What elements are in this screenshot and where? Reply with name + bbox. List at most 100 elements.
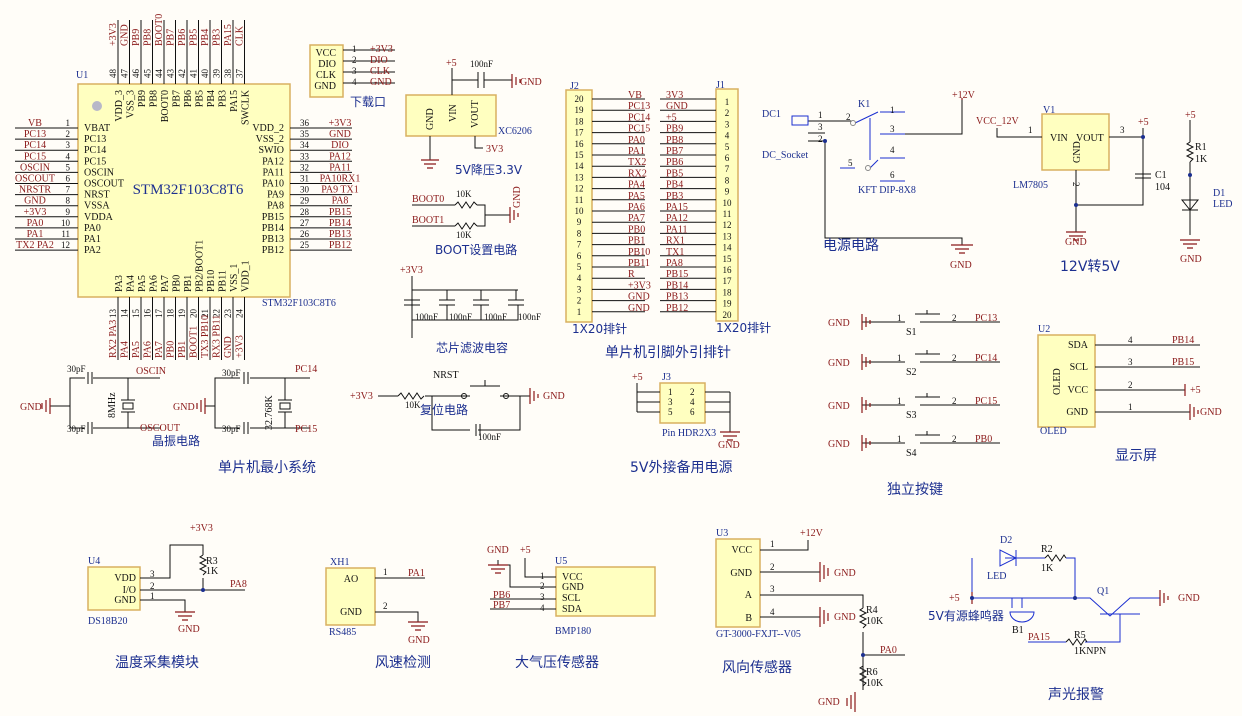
lm7805-body — [1041, 113, 1110, 171]
ldo-cap-label: 100nF — [470, 59, 493, 69]
mcu-pin-net: GND — [120, 24, 131, 46]
mcu-pin-name: BOOT0 — [160, 90, 171, 122]
mcu-pin-number: 2 — [66, 129, 71, 139]
led1-gnd-label: GND — [1180, 254, 1202, 265]
ldo-in-label: +5 — [446, 58, 457, 69]
j2-pin-net: PA7 — [628, 213, 645, 224]
junction — [970, 596, 974, 600]
ds18b20-r-label: R3 — [206, 556, 218, 567]
alarm-r5val-label: 1KNPN — [1074, 646, 1106, 657]
power-dc-part-label: DC_Socket — [762, 150, 808, 161]
oled-pins-1-net-label: PB15 — [1172, 357, 1194, 368]
j2-pin-number: 5 — [577, 262, 582, 272]
mcu-pin-net: PA4 — [120, 341, 131, 358]
buttons-items-0-ref-label: S1 — [906, 327, 917, 338]
j2-pin-number: 4 — [577, 273, 582, 283]
j2-pin-number: 7 — [577, 240, 582, 250]
reset-switch-contact — [503, 393, 509, 399]
boot-gnd-label: GND — [512, 186, 523, 208]
mcu-pin-number: 15 — [131, 309, 141, 319]
j1-pin-number: 7 — [725, 164, 730, 174]
mcu-pin-net: PB1 — [177, 341, 188, 358]
led1-r-label: R1 — [1195, 142, 1207, 153]
mcu-pin-net: +3V3 — [24, 207, 47, 218]
r1-resistor — [1185, 141, 1195, 163]
wind-wires — [760, 540, 905, 690]
wind-dir-net-label: PA0 — [880, 645, 897, 656]
power-k-pins-0-label: 2 — [846, 112, 851, 122]
j3-pins-3-label: 4 — [690, 397, 695, 407]
oled-ref-label: U2 — [1038, 324, 1050, 335]
mcu-pin-name: PA12 — [262, 156, 284, 167]
mcu-pin-name: PB7 — [172, 90, 183, 107]
mcu-pin-number: 44 — [154, 69, 164, 79]
mcu-pin-number: 11 — [61, 229, 70, 239]
j3-pins-1-label: 2 — [690, 387, 695, 397]
bmp180-pins-1-num-label: 2 — [540, 581, 545, 591]
mcu-pin-name: PA9 — [267, 190, 284, 201]
alarm-v5-label: +5 — [949, 593, 960, 604]
power-gnd-symbol — [951, 98, 973, 254]
mcu-pin-net: PB3 — [212, 29, 223, 46]
oled-pins-0-num-label: 4 — [1128, 335, 1133, 345]
j1-pin-net: PB15 — [666, 269, 688, 280]
ds18b20-part-label: DS18B20 — [88, 616, 127, 627]
wind-dir-title-label: 风向传感器 — [722, 659, 792, 676]
mcu-pin-number: 12 — [61, 240, 70, 250]
crystal-wires — [50, 372, 160, 434]
mcu-pin-name: VDDA — [84, 212, 114, 223]
mcu-pin-name: PB5 — [195, 90, 206, 107]
alarm-d-label: D2 — [1000, 535, 1012, 546]
ds18b20-ref-label: U4 — [88, 556, 100, 567]
boot-r0-label: 10K — [456, 189, 472, 199]
mcu-pin-net: GND — [24, 196, 46, 207]
mcu-pin-net: PB15 — [329, 207, 351, 218]
j2-header-body — [565, 89, 593, 323]
j2-pin-number: 14 — [575, 161, 585, 171]
ldo-gnd-label: GND — [520, 77, 542, 88]
wind-dir-pins-1-num-label: 2 — [770, 562, 775, 572]
mcu-pin-name: PA8 — [267, 201, 284, 212]
bmp180-body — [555, 566, 656, 617]
crystal-gnd-symbols — [41, 398, 206, 414]
dc-socket-symbol — [791, 115, 809, 126]
crystal-c4-label: 30pF — [222, 424, 241, 434]
mcu-pin-net: PC14 — [24, 140, 46, 151]
j1-pin-net: GND — [666, 101, 688, 112]
power-k-label: K1 — [858, 99, 870, 110]
mcu-pin-number: 25 — [300, 240, 310, 250]
mcu-pin-name: PA3 — [114, 275, 125, 292]
buttons-items-1-ref-label: S2 — [906, 367, 917, 378]
mcu-pin-net: PB4 — [200, 29, 211, 46]
mcu-pin-net: PA5 — [131, 341, 142, 358]
reset-nrst-label: NRST — [433, 370, 459, 381]
j2-pin-net: RX2 — [628, 168, 647, 179]
j2-pin-number: 3 — [577, 284, 582, 294]
rs485-ao-label: AO — [344, 574, 358, 585]
wind-dir-r6-label: R6 — [866, 667, 878, 678]
bmp180-pb6-label: PB6 — [493, 590, 510, 601]
buttons-items-1-p2-label: 2 — [952, 353, 957, 363]
rs485-part-label: RS485 — [329, 627, 356, 638]
oled-wires — [1095, 344, 1200, 413]
j1-pin-net: PB5 — [666, 168, 683, 179]
boot-boot1-label: BOOT1 — [412, 215, 444, 226]
buttons-items-1-p1-label: 1 — [897, 353, 902, 363]
ds18b20-pins-0-name-label: VDD — [114, 573, 136, 584]
j1-pin-number: 8 — [725, 175, 730, 185]
buttons-items-0-gnd-label: GND — [828, 318, 850, 329]
mcu-pin-number: 27 — [300, 218, 310, 228]
wind-dir-gnd1-label: GND — [834, 568, 856, 579]
j2-pin-number: 1 — [577, 307, 582, 317]
j1-pin-number: 4 — [725, 131, 730, 141]
j1-pin-number: 19 — [723, 299, 733, 309]
boot-title-label: BOOT设置电路 — [435, 242, 517, 257]
power-title-label: 电源电路 — [823, 238, 879, 254]
mcu-pin-name: PB8 — [149, 90, 160, 107]
mcu-pin-number: 40 — [200, 69, 210, 79]
j2-pin-net: PA1 — [628, 146, 645, 157]
wind-direction-body — [715, 538, 761, 628]
mcu-pin-number: 37 — [235, 69, 245, 79]
bmp180-pins-2-num-label: 3 — [540, 592, 545, 602]
reg-vin-net-label: VCC_12V — [976, 116, 1020, 127]
